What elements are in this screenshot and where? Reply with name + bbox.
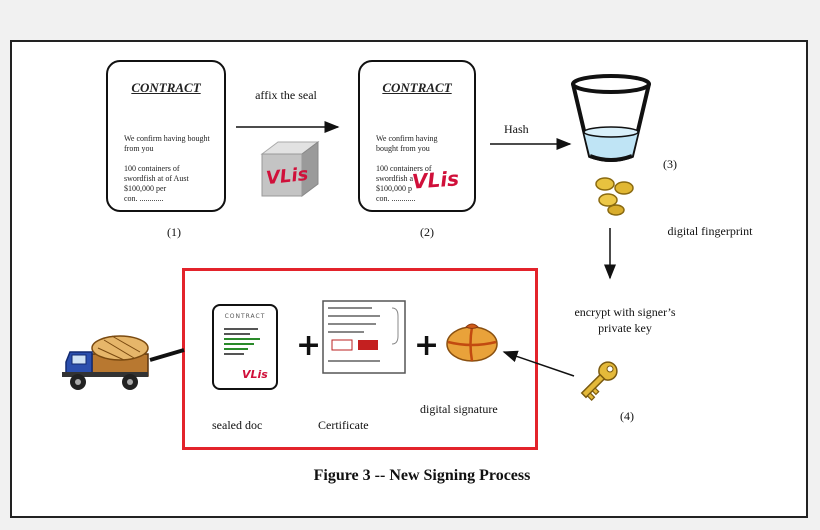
plus-2: + [414, 328, 440, 363]
cup-icon [571, 74, 651, 162]
contract-1-text: We confirm having bought from you 100 co… [124, 134, 210, 203]
step-4-label: (4) [602, 404, 652, 428]
key-icon [580, 361, 618, 401]
sealed-doc-label: sealed doc [212, 418, 263, 433]
figure-caption: Figure 3 -- New Signing Process [270, 461, 574, 491]
contract-2-title: CONTRACT [382, 80, 452, 95]
sealed-doc-seal: VLis [242, 368, 268, 381]
digital-signature-label: digital signature [420, 402, 498, 417]
step-3-label: (3) [652, 152, 688, 176]
sealed-doc-title: CONTRACT [224, 313, 266, 320]
step-2-label: (2) [394, 220, 460, 244]
sealed-doc: CONTRACT VLis [212, 304, 278, 390]
encrypt-label: encrypt with signer’s private key [544, 296, 706, 344]
contract-2-text: We confirm having bought from you 100 co… [376, 134, 438, 203]
sealed-doc-lines [224, 328, 260, 355]
truck-icon [62, 335, 149, 390]
certificate-icon [322, 300, 406, 374]
coins-icon [595, 177, 634, 216]
contract-1-title: CONTRACT [131, 80, 201, 95]
arrow-key-to-signature [502, 350, 575, 377]
step-1-label: (1) [140, 220, 208, 244]
connector-truck [149, 348, 185, 362]
seal-cube-icon [260, 141, 320, 197]
digital-fingerprint-label: digital fingerprint [644, 212, 776, 250]
certificate-label: Certificate [318, 418, 369, 433]
hash-label: Hash [490, 112, 560, 146]
plus-1: + [296, 328, 322, 363]
package-icon [446, 323, 498, 362]
contract-1: CONTRACT We confirm having bought from y… [106, 60, 226, 212]
contract-2: CONTRACT We confirm having bought from y… [358, 60, 476, 212]
affix-seal-label: affix the seal [234, 78, 338, 112]
